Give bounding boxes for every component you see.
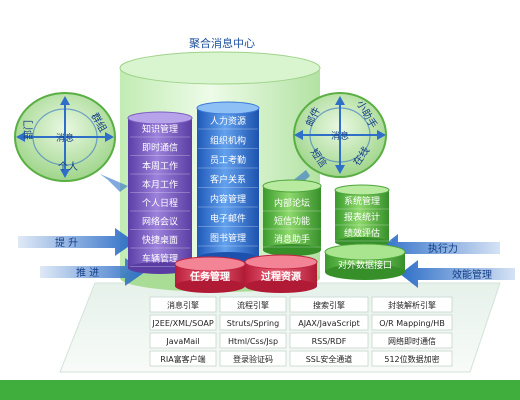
blue-module-label: 客户关系 [210,174,246,186]
forum-module-label: 内部论坛 [274,197,310,209]
arrow-boost-label: 提 升 [55,237,78,249]
engine-cell-label: RSS/RDF [312,337,347,346]
purple-module-label: 本月工作 [142,179,178,191]
engine-cell [149,350,217,367]
arrow-efficiency-label: 效能管理 [452,268,492,281]
engine-cell [371,350,453,367]
blue-module-label: 图书管理 [210,232,246,244]
engine-cell-label: 搜索引擎 [313,300,345,310]
engine-cell [149,314,217,331]
process-resource-label: 过程资源 [261,270,301,283]
engine-cell-label: RIA富客户端 [160,354,205,364]
engine-cell [371,314,453,331]
forum-module-label: 消息助手 [274,233,310,245]
engine-cell-label: J2EE/XML/SOAP [151,319,213,328]
engine-cell [149,332,217,349]
engine-cell [289,350,369,367]
engine-cell-label: 消息引擎 [167,300,199,310]
engine-cell [219,296,287,313]
engine-cell [219,350,287,367]
left-circle-center: 消息 [56,132,74,144]
engine-cell-label: 流程引擎 [237,300,269,310]
engine-cell-label: Html/Css/Jsp [228,337,278,346]
purple-module-label: 本周工作 [142,160,178,172]
engine-cell-label: Struts/Spring [227,319,279,328]
arrow-efficiency: 效能管理 [400,260,515,288]
engine-cell-label: 512位数据加密 [384,354,439,364]
purple-module-label: 网络会议 [142,216,178,228]
system-module-label: 绩效评估 [344,227,380,239]
blue-module-label: 组织机构 [210,135,246,147]
engine-cell-label: JavaMail [165,337,199,346]
arrow-advance-label: 推 进 [76,266,99,279]
process-resource-disc: 过程资源 [244,254,318,293]
engine-cell [371,296,453,313]
engine-cell-label: AJAX/JavaScript [298,319,359,328]
engine-cell [219,314,287,331]
right-message-circle: 邮件 小助手 消息 短信 在线 [293,92,387,178]
purple-module-label: 车辆管理 [142,253,178,265]
engine-cell [289,296,369,313]
purple-module-label: 快捷桌面 [142,234,178,246]
engine-cell [371,332,453,349]
left-message-circle: 部门 群组 消息 个人 [14,92,116,182]
right-circle-center: 消息 [331,130,349,142]
blue-module-label: 人力资源 [210,115,246,127]
left-connector-arrow [100,174,128,192]
purple-module-label: 个人日程 [142,198,178,209]
task-management-label: 任务管理 [189,270,230,283]
system-module-label: 报表统计 [344,211,380,223]
arrow-execution: 执行力 [380,234,500,262]
engine-cell-label: SSL安全通道 [306,354,353,364]
task-management-disc: 任务管理 [174,256,246,293]
engine-cell-label: 网络即时通信 [388,336,436,346]
blue-module-label: 员工考勤 [210,154,246,166]
purple-module-label: 即时通信 [142,142,178,154]
engine-cell [289,332,369,349]
bottom-green-bar [0,380,520,400]
engine-cell-label: 封装解析引擎 [388,300,436,310]
left-circle-person: 个人 [58,161,78,173]
engine-cell [149,296,217,313]
engine-cell-label: O/R Mapping/HB [379,319,445,328]
arrow-execution-label: 执行力 [428,242,458,255]
arrow-boost: 提 升 [18,228,135,256]
blue-module-label: 内容管理 [210,193,246,205]
engine-table: 消息引擎 流程引擎 搜索引擎 封装解析引擎 J2EE/XML/SOAP Struts/Sp… [149,296,453,367]
engine-cell-label: 登录验证码 [233,354,273,364]
diagram-title: 聚合消息中心 [189,36,255,50]
system-module-label: 系统管理 [344,195,380,207]
forum-module-label: 短信功能 [274,215,310,227]
blue-module-label: 电子邮件 [210,213,246,225]
purple-module-label: 知识管理 [142,123,178,135]
engine-cell [289,314,369,331]
arrow-advance: 推 进 [40,258,145,286]
left-circle-dept: 部门 [22,120,35,140]
external-interface-label: 对外数据接口 [338,259,392,271]
external-interface-disc: 对外数据接口 [324,243,406,280]
engine-cell [219,332,287,349]
